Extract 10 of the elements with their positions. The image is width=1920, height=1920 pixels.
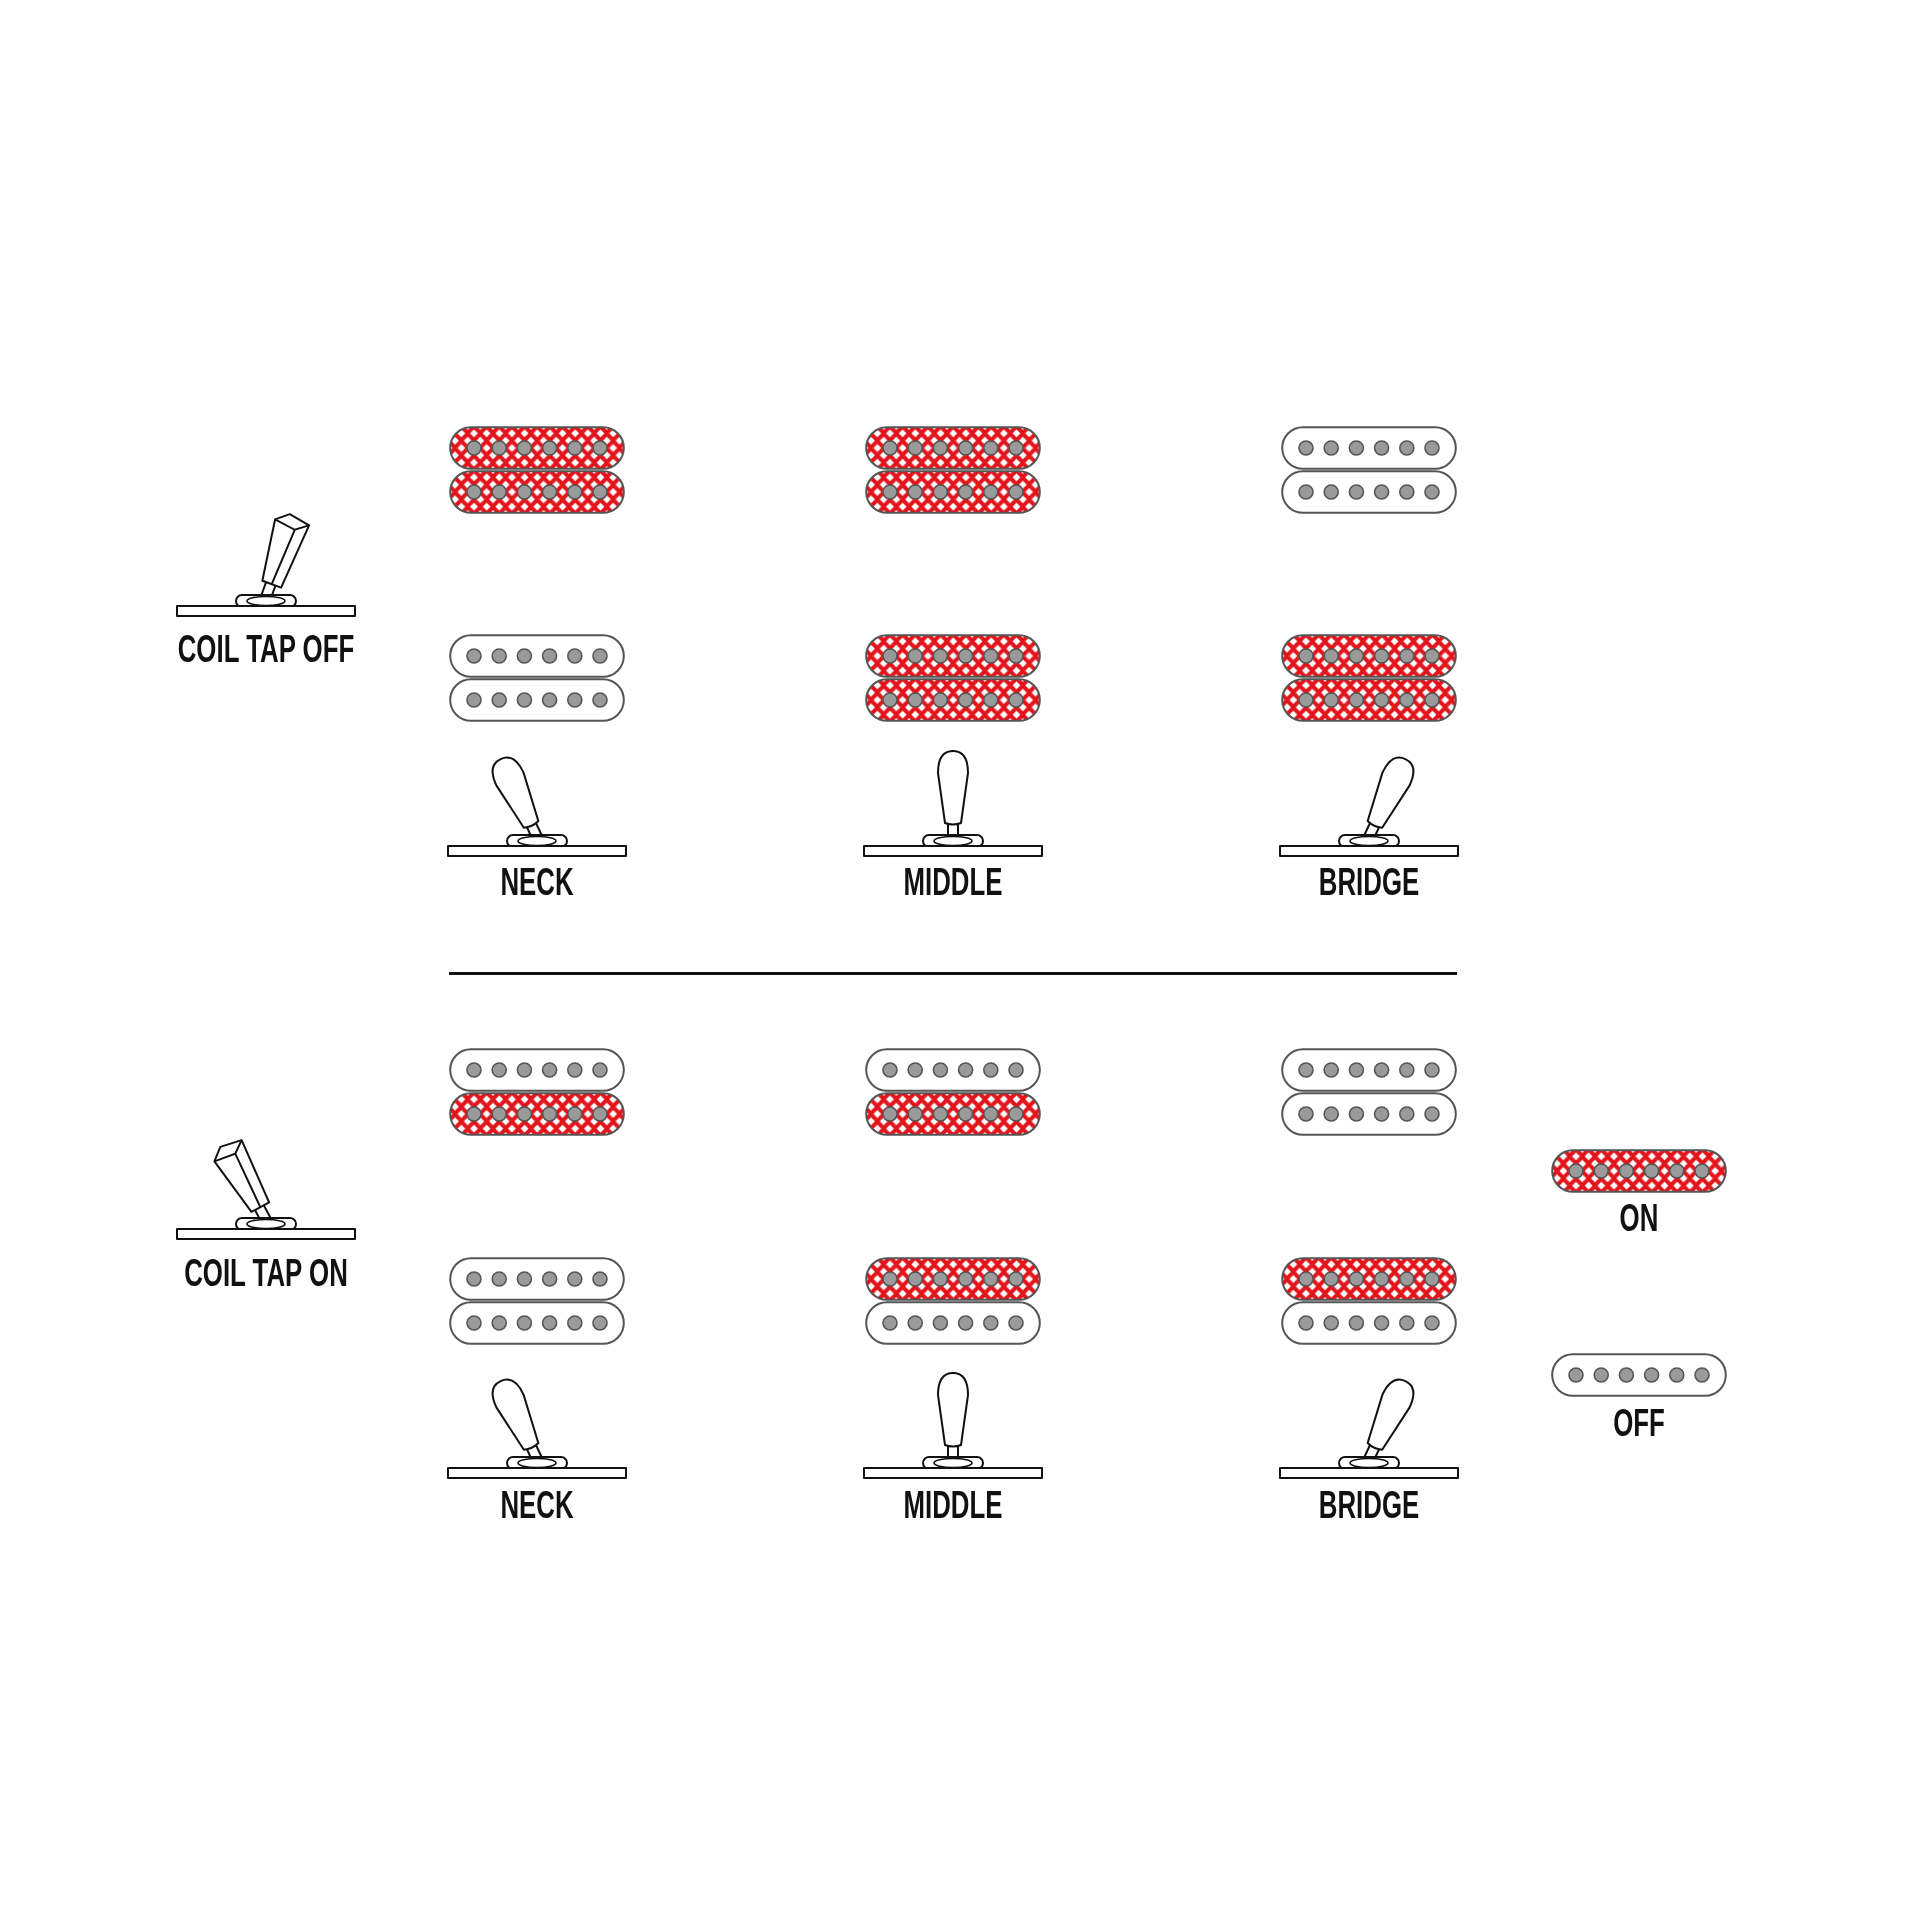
switch-position-label: MIDDLE: [903, 1486, 1003, 1524]
switch-position-label: MIDDLE: [903, 863, 1003, 901]
switch-position-label: NECK: [500, 1486, 574, 1524]
coil-tap-label: COIL TAP ON: [184, 1254, 348, 1292]
switch-position-label: BRIDGE: [1318, 863, 1420, 901]
legend-label: ON: [1619, 1199, 1659, 1237]
coil-tap-label: COIL TAP OFF: [177, 630, 355, 668]
switch-position-label: NECK: [500, 863, 574, 901]
switch-position-label: BRIDGE: [1318, 1486, 1420, 1524]
legend-label: OFF: [1613, 1404, 1665, 1442]
